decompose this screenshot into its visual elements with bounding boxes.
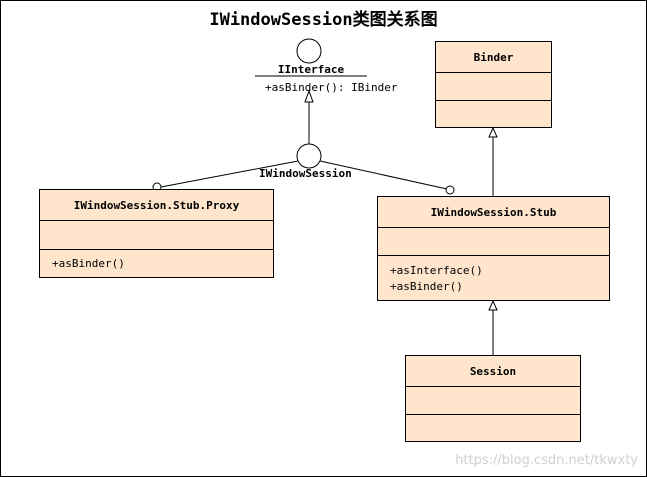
iwindowsession-circle — [296, 143, 322, 169]
class-session-attributes — [406, 386, 580, 414]
class-session-name: Session — [469, 364, 517, 378]
class-session-operations — [406, 414, 580, 441]
class-binder-attributes — [436, 72, 551, 100]
class-session: Session — [405, 355, 581, 442]
watermark: https://blog.csdn.net/tkwxty — [455, 453, 638, 468]
stub-extends-binder-arrow — [488, 126, 498, 138]
proxy-realization-line — [160, 160, 299, 188]
class-stub-operation: +asInterface() — [390, 264, 483, 277]
class-stub-operations: +asInterface() +asBinder() — [378, 255, 609, 300]
iinterface-operation: +asBinder(): IBinder — [265, 81, 398, 94]
class-proxy-operation: +asBinder() — [52, 257, 125, 270]
stub-realization-end — [445, 185, 455, 195]
class-proxy-name: IWindowSession.Stub.Proxy — [73, 198, 240, 212]
iinterface-name: IInterface — [277, 63, 345, 76]
class-binder-operations — [436, 100, 551, 127]
class-stub-operation: +asBinder() — [390, 280, 463, 293]
iwindowsession-name: IWindowSession — [259, 167, 352, 180]
class-stub-name: IWindowSession.Stub — [430, 205, 557, 219]
class-stub-attributes — [378, 227, 609, 255]
iwindowsession-extends-arrow — [304, 89, 314, 103]
class-binder-name: Binder — [473, 50, 514, 64]
stub-realization-line — [319, 160, 448, 190]
session-extends-stub-arrow — [488, 299, 498, 311]
iinterface-circle — [296, 38, 322, 64]
class-binder: Binder — [435, 41, 552, 128]
class-proxy-attributes — [40, 220, 273, 249]
class-proxy: IWindowSession.Stub.Proxy +asBinder() — [39, 189, 274, 278]
class-proxy-operations: +asBinder() — [40, 249, 273, 277]
class-stub: IWindowSession.Stub +asInterface() +asBi… — [377, 196, 610, 301]
diagram-title: IWindowSession类图关系图 — [209, 10, 438, 30]
